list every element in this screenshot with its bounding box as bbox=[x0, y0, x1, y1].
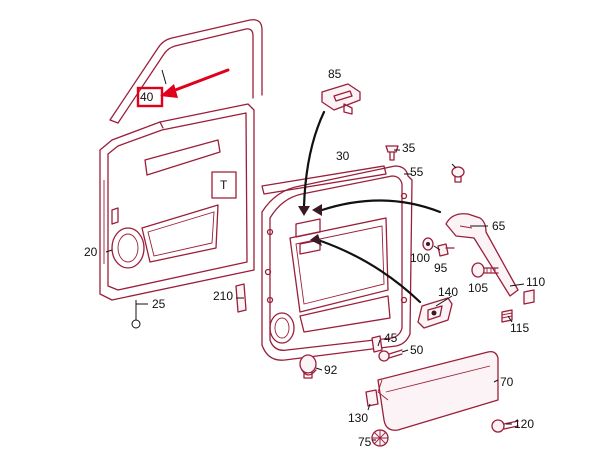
window-seal-40[interactable] bbox=[109, 19, 263, 124]
handle-140[interactable] bbox=[417, 297, 453, 329]
door-inner-frame[interactable] bbox=[261, 165, 413, 361]
label-95: 95 bbox=[434, 261, 448, 275]
label-130: 130 bbox=[348, 411, 368, 425]
label-40: 40 bbox=[140, 90, 154, 104]
clip-130[interactable] bbox=[365, 389, 379, 407]
trim-glyph: T bbox=[220, 178, 228, 192]
label-105: 105 bbox=[468, 281, 488, 295]
red-arrowhead bbox=[160, 84, 178, 98]
screw-120[interactable] bbox=[491, 419, 519, 433]
label-70: 70 bbox=[500, 375, 514, 389]
switch-85[interactable] bbox=[321, 83, 361, 115]
clip-45[interactable] bbox=[371, 335, 383, 353]
label-210: 210 bbox=[213, 289, 233, 303]
label-30: 30 bbox=[336, 149, 350, 163]
label-35: 35 bbox=[402, 141, 416, 155]
washer-100[interactable] bbox=[422, 237, 434, 251]
label-55: 55 bbox=[410, 165, 424, 179]
screw-50[interactable] bbox=[378, 349, 403, 362]
label-25: 25 bbox=[152, 297, 166, 311]
label-115: 115 bbox=[510, 321, 529, 335]
bracket-110[interactable] bbox=[523, 289, 535, 305]
label-85: 85 bbox=[328, 67, 342, 81]
pocket-70[interactable] bbox=[377, 350, 499, 431]
label-50: 50 bbox=[410, 343, 424, 357]
label-45: 45 bbox=[384, 331, 398, 345]
washer-75[interactable] bbox=[371, 429, 389, 447]
bolt-105[interactable] bbox=[471, 262, 499, 278]
label-92: 92 bbox=[324, 363, 338, 377]
label-120: 120 bbox=[514, 417, 534, 431]
label-75: 75 bbox=[358, 435, 372, 449]
leader-lines bbox=[105, 69, 525, 441]
label-65: 65 bbox=[492, 219, 506, 233]
plug-27[interactable] bbox=[451, 166, 465, 183]
door-panel-outer[interactable]: T bbox=[99, 103, 255, 301]
red-highlight-box bbox=[136, 86, 164, 108]
label-140: 140 bbox=[438, 285, 458, 299]
label-20: 20 bbox=[84, 245, 98, 259]
label-110: 110 bbox=[526, 275, 545, 289]
plug-92[interactable] bbox=[299, 354, 317, 379]
clip-95[interactable] bbox=[437, 243, 455, 257]
clip-35[interactable] bbox=[385, 145, 399, 161]
red-arrow bbox=[168, 68, 230, 94]
highlight-callout bbox=[136, 68, 230, 108]
part-labels: 40 20 25 210 85 30 35 55 65 100 95 110 1… bbox=[84, 67, 545, 449]
handle-trim-65[interactable] bbox=[445, 213, 519, 297]
label-100: 100 bbox=[410, 251, 430, 265]
